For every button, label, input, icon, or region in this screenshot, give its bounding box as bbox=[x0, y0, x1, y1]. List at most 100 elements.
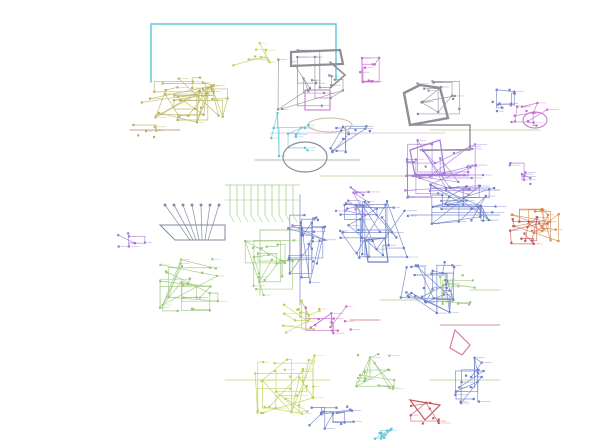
network-node bbox=[439, 275, 442, 278]
fan-spoke bbox=[204, 204, 211, 241]
network-node bbox=[520, 173, 524, 176]
network-node bbox=[405, 291, 408, 294]
network-node bbox=[429, 401, 432, 404]
network-node bbox=[491, 211, 494, 214]
network-node bbox=[127, 232, 130, 235]
network-node bbox=[317, 317, 320, 321]
network-node bbox=[301, 370, 304, 373]
network-node bbox=[300, 254, 303, 257]
network-node bbox=[388, 368, 391, 372]
network-node bbox=[495, 88, 498, 91]
network-node bbox=[508, 88, 511, 91]
network-node bbox=[262, 293, 265, 297]
network-node bbox=[309, 326, 312, 329]
link-line bbox=[309, 240, 320, 283]
network-node bbox=[352, 191, 355, 194]
network-node bbox=[307, 90, 310, 93]
network-node bbox=[285, 358, 288, 361]
link-line bbox=[362, 205, 381, 233]
network-node bbox=[212, 90, 215, 93]
link-line bbox=[168, 262, 181, 298]
network-node bbox=[464, 374, 468, 377]
network-node bbox=[352, 420, 355, 423]
network-node bbox=[465, 185, 468, 188]
network-node bbox=[509, 229, 512, 232]
network-node bbox=[201, 87, 205, 91]
link-line bbox=[254, 373, 258, 413]
link-line bbox=[381, 216, 397, 238]
network-node bbox=[294, 64, 297, 67]
link-line bbox=[259, 259, 273, 283]
network-node bbox=[293, 239, 296, 242]
network-node bbox=[431, 269, 434, 272]
network-node bbox=[443, 172, 446, 175]
network-node bbox=[525, 109, 528, 113]
network-node bbox=[212, 84, 215, 87]
network-node bbox=[301, 379, 304, 382]
network-node bbox=[344, 209, 347, 212]
network-node bbox=[424, 401, 428, 404]
network-node bbox=[315, 82, 318, 85]
network-node bbox=[214, 267, 217, 270]
network-node bbox=[182, 296, 185, 299]
network-node bbox=[161, 303, 164, 307]
link-line bbox=[353, 192, 361, 206]
network-node bbox=[306, 149, 309, 152]
link-line bbox=[442, 261, 445, 274]
network-node bbox=[344, 151, 347, 154]
network-node bbox=[416, 112, 419, 116]
network-node bbox=[260, 411, 263, 415]
network-node bbox=[311, 240, 314, 243]
network-node bbox=[339, 213, 342, 216]
network-node bbox=[381, 253, 384, 257]
network-node bbox=[262, 411, 265, 415]
network-node bbox=[407, 195, 410, 198]
network-node bbox=[513, 120, 517, 123]
network-node bbox=[368, 356, 372, 359]
network-node bbox=[458, 107, 461, 110]
link-line bbox=[345, 210, 366, 216]
link-line bbox=[262, 380, 292, 413]
network-node bbox=[441, 173, 444, 176]
network-node bbox=[287, 258, 290, 261]
link-line bbox=[287, 227, 325, 241]
network-node bbox=[192, 308, 195, 311]
network-node bbox=[368, 129, 371, 133]
network-node bbox=[468, 145, 472, 148]
network-node bbox=[347, 224, 350, 227]
network-node bbox=[311, 396, 314, 399]
link-line bbox=[415, 265, 454, 301]
network-node bbox=[263, 405, 266, 409]
link-line bbox=[281, 90, 344, 110]
network-node bbox=[331, 150, 334, 154]
network-node bbox=[476, 371, 479, 374]
link-line bbox=[421, 102, 439, 113]
network-node bbox=[542, 228, 545, 231]
network-node bbox=[310, 406, 313, 409]
network-node bbox=[365, 125, 368, 128]
network-node bbox=[526, 120, 530, 123]
network-node bbox=[431, 80, 434, 83]
link-line bbox=[422, 150, 451, 189]
network-node bbox=[454, 390, 458, 393]
gray-complex-structure bbox=[402, 83, 450, 127]
link-line bbox=[292, 225, 325, 241]
network-node bbox=[431, 205, 434, 208]
network-node bbox=[465, 199, 468, 202]
link-line bbox=[162, 275, 218, 306]
network-node bbox=[181, 203, 185, 207]
network-node bbox=[190, 203, 194, 207]
network-node bbox=[339, 229, 342, 233]
network-node bbox=[430, 222, 433, 225]
link-line bbox=[509, 223, 540, 231]
link-line bbox=[445, 196, 450, 205]
link-line bbox=[514, 223, 529, 227]
network-node bbox=[403, 209, 406, 212]
network-node bbox=[313, 354, 316, 357]
link-line bbox=[356, 369, 389, 387]
network-node bbox=[473, 286, 476, 289]
network-node bbox=[297, 308, 300, 311]
network-node bbox=[176, 95, 179, 98]
network-node bbox=[375, 207, 379, 210]
network-node bbox=[198, 76, 202, 79]
